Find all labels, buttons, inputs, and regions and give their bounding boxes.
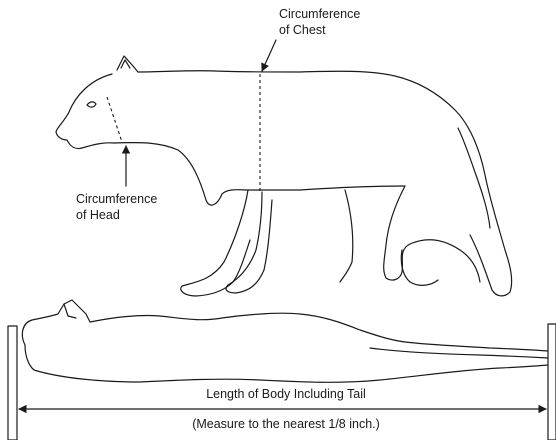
head-circumference-line	[107, 97, 122, 142]
left-measure-post	[8, 326, 17, 440]
chest-label-line1: Circumference	[279, 7, 360, 21]
measure-note: (Measure to the nearest 1/8 inch.)	[192, 417, 380, 431]
lying-cat-illustration	[22, 300, 548, 382]
length-label: Length of Body Including Tail	[206, 387, 366, 401]
chest-arrow	[262, 40, 276, 71]
head-label-line1: Circumference	[76, 192, 157, 206]
standing-cat-illustration	[56, 56, 512, 296]
chest-label-line2: of Chest	[279, 23, 326, 37]
right-measure-post	[548, 324, 556, 440]
head-label-line2: of Head	[76, 208, 120, 222]
